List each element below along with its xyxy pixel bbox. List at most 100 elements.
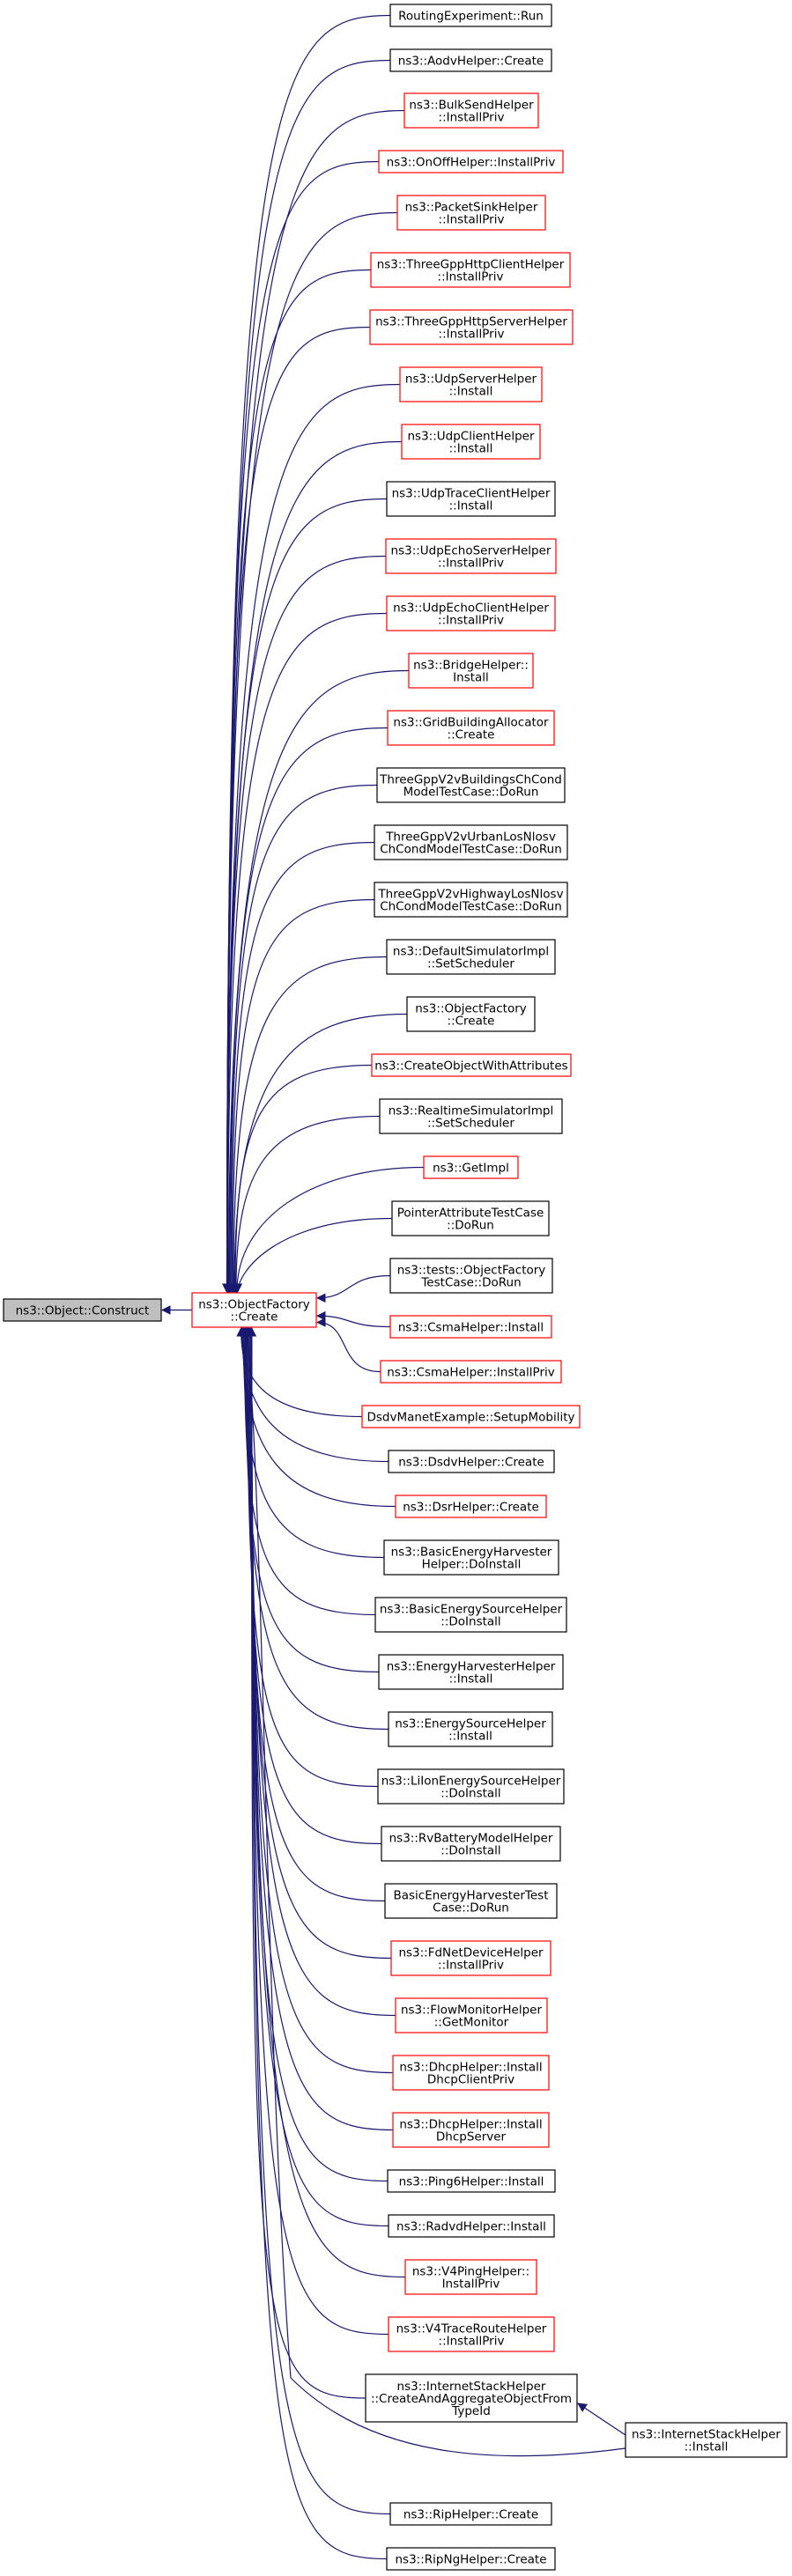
caller-node-box[interactable] bbox=[388, 2316, 555, 2352]
caller-node[interactable]: ns3::UdpEchoClientHelper::InstallPriv bbox=[386, 595, 556, 631]
caller-node[interactable]: ns3::RealtimeSimulatorImpl::SetScheduler bbox=[379, 1098, 563, 1134]
caller-node[interactable]: ns3::FlowMonitorHelper::GetMonitor bbox=[395, 1997, 548, 2033]
caller-node[interactable]: ns3::DefaultSimulatorImpl::SetScheduler bbox=[386, 939, 556, 975]
caller-node[interactable]: ns3::BridgeHelper::Install bbox=[408, 653, 534, 689]
caller-node[interactable]: ns3::EnergySourceHelper::Install bbox=[388, 1711, 553, 1747]
caller-node[interactable]: ns3::BasicEnergyHarvesterHelper::DoInsta… bbox=[383, 1539, 559, 1576]
caller-node[interactable]: ns3::DsrHelper::Create bbox=[395, 1495, 547, 1518]
caller-node-box[interactable] bbox=[380, 1360, 562, 1384]
caller-node-box[interactable] bbox=[376, 767, 566, 803]
caller-node[interactable]: ns3::OnOffHelper::InstallPriv bbox=[378, 150, 564, 173]
caller-node-box[interactable] bbox=[388, 1711, 553, 1747]
caller-node-box[interactable] bbox=[387, 710, 555, 746]
caller-node-box[interactable] bbox=[386, 595, 556, 631]
caller-node-box[interactable] bbox=[408, 653, 534, 689]
caller-node[interactable]: ns3::GridBuildingAllocator::Create bbox=[387, 710, 555, 746]
caller-node-box[interactable] bbox=[388, 2214, 555, 2238]
caller-node-box[interactable] bbox=[383, 1539, 559, 1576]
caller-node-box[interactable] bbox=[378, 1654, 564, 1690]
caller-node-box[interactable] bbox=[406, 996, 536, 1032]
caller-node[interactable]: ns3::GetImpl bbox=[423, 1155, 519, 1179]
caller-node-box[interactable] bbox=[389, 48, 552, 72]
caller-node[interactable]: ThreeGppV2vUrbanLosNlosvChCondModelTestC… bbox=[374, 824, 568, 860]
caller-node-box[interactable] bbox=[390, 1940, 551, 1976]
caller-node[interactable]: ns3::InternetStackHelper::CreateAndAggre… bbox=[365, 2373, 578, 2423]
caller-node[interactable]: ns3::RvBatteryModelHelper::DoInstall bbox=[381, 1826, 561, 1862]
caller-node[interactable]: ns3::CreateObjectWithAttributes bbox=[371, 1053, 572, 1077]
hub-node[interactable]: ns3::ObjectFactory::Create bbox=[191, 1292, 317, 1328]
caller-node-box[interactable] bbox=[391, 1200, 550, 1236]
caller-node-label-line: TestCase::DoRun bbox=[420, 1276, 521, 1290]
caller-node[interactable]: ns3::LiIonEnergySourceHelper::DoInstall bbox=[377, 1768, 565, 1805]
caller-node-box[interactable] bbox=[370, 252, 571, 288]
caller-node-box[interactable] bbox=[365, 2373, 578, 2423]
caller-node-box[interactable] bbox=[374, 1597, 567, 1633]
caller-node[interactable]: ns3::AodvHelper::Create bbox=[389, 48, 552, 72]
caller-node-box[interactable] bbox=[395, 1997, 548, 2033]
caller-node-box[interactable] bbox=[392, 2055, 550, 2091]
caller-node-box[interactable] bbox=[389, 1258, 553, 1294]
caller-node-box[interactable] bbox=[403, 92, 539, 129]
caller-node[interactable]: PointerAttributeTestCase::DoRun bbox=[391, 1200, 550, 1236]
caller-node-box[interactable] bbox=[371, 1053, 572, 1077]
internetstack-install-node-box[interactable] bbox=[625, 2422, 788, 2458]
caller-node[interactable]: ns3::ThreeGppHttpServerHelper::InstallPr… bbox=[369, 309, 574, 345]
caller-node-box[interactable] bbox=[399, 366, 543, 402]
caller-node-box[interactable] bbox=[374, 882, 568, 918]
caller-node[interactable]: ns3::FdNetDeviceHelper::InstallPriv bbox=[390, 1940, 551, 1976]
hub-node-box[interactable] bbox=[191, 1292, 317, 1328]
caller-node[interactable]: ns3::Ping6Helper::Install bbox=[387, 2169, 556, 2193]
caller-node-box[interactable] bbox=[378, 150, 564, 173]
caller-node[interactable]: ns3::RadvdHelper::Install bbox=[388, 2214, 555, 2238]
caller-node[interactable]: ThreeGppV2vHighwayLosNlosvChCondModelTes… bbox=[374, 882, 568, 918]
caller-node[interactable]: ns3::V4PingHelper::InstallPriv bbox=[404, 2259, 537, 2295]
caller-node[interactable]: ns3::EnergyHarvesterHelper::Install bbox=[378, 1654, 564, 1690]
edge-c41-to-hub bbox=[247, 1326, 389, 2227]
caller-node-box[interactable] bbox=[384, 1883, 558, 1919]
caller-node-box[interactable] bbox=[395, 1495, 547, 1518]
caller-node[interactable]: ns3::RipNgHelper::Create bbox=[386, 2547, 556, 2571]
caller-node[interactable]: ns3::DsdvHelper::Create bbox=[388, 1450, 555, 1473]
caller-node[interactable]: RoutingExperiment::Run bbox=[389, 4, 552, 27]
caller-node[interactable]: ns3::ThreeGppHttpClientHelper::InstallPr… bbox=[370, 252, 571, 288]
caller-node-box[interactable] bbox=[389, 1315, 552, 1339]
caller-node-box[interactable] bbox=[386, 939, 556, 975]
caller-node[interactable]: ns3::RipHelper::Create bbox=[389, 2502, 552, 2526]
caller-node-box[interactable] bbox=[379, 1098, 563, 1134]
caller-node-box[interactable] bbox=[369, 309, 574, 345]
caller-node[interactable]: ns3::V4TraceRouteHelper::InstallPriv bbox=[388, 2316, 555, 2352]
caller-node-box[interactable] bbox=[404, 2259, 537, 2295]
caller-node[interactable]: ns3::BasicEnergySourceHelper::DoInstall bbox=[374, 1597, 567, 1633]
caller-node-box[interactable] bbox=[377, 1768, 565, 1805]
caller-node-box[interactable] bbox=[389, 2502, 552, 2526]
caller-node-box[interactable] bbox=[361, 1405, 581, 1428]
caller-node-box[interactable] bbox=[401, 424, 541, 460]
caller-node-box[interactable] bbox=[423, 1155, 519, 1179]
caller-node-box[interactable] bbox=[396, 195, 546, 231]
caller-node-box[interactable] bbox=[388, 1450, 555, 1473]
caller-node-box[interactable] bbox=[389, 4, 552, 27]
caller-node[interactable]: DsdvManetExample::SetupMobility bbox=[361, 1405, 581, 1428]
caller-node[interactable]: ns3::UdpClientHelper::Install bbox=[401, 424, 541, 460]
caller-node[interactable]: ns3::ObjectFactory::Create bbox=[406, 996, 536, 1032]
caller-node[interactable]: ns3::UdpEchoServerHelper::InstallPriv bbox=[385, 538, 557, 574]
caller-node-box[interactable] bbox=[374, 824, 568, 860]
caller-node-box[interactable] bbox=[386, 481, 556, 517]
internetstack-install-node[interactable]: ns3::InternetStackHelper::Install bbox=[625, 2422, 788, 2458]
caller-node[interactable]: ns3::UdpTraceClientHelper::Install bbox=[386, 481, 556, 517]
caller-node-box[interactable] bbox=[381, 1826, 561, 1862]
caller-node[interactable]: ns3::PacketSinkHelper::InstallPriv bbox=[396, 195, 546, 231]
caller-node[interactable]: ns3::CsmaHelper::InstallPriv bbox=[380, 1360, 562, 1384]
caller-node-box[interactable] bbox=[387, 2169, 556, 2193]
caller-node[interactable]: ns3::UdpServerHelper::Install bbox=[399, 366, 543, 402]
caller-node[interactable]: ns3::CsmaHelper::Install bbox=[389, 1315, 552, 1339]
caller-node-box[interactable] bbox=[385, 538, 557, 574]
caller-node[interactable]: ns3::BulkSendHelper::InstallPriv bbox=[403, 92, 539, 129]
caller-node[interactable]: ThreeGppV2vBuildingsChCondModelTestCase:… bbox=[376, 767, 566, 803]
caller-node-box[interactable] bbox=[392, 2112, 550, 2148]
caller-node-box[interactable] bbox=[386, 2547, 556, 2571]
